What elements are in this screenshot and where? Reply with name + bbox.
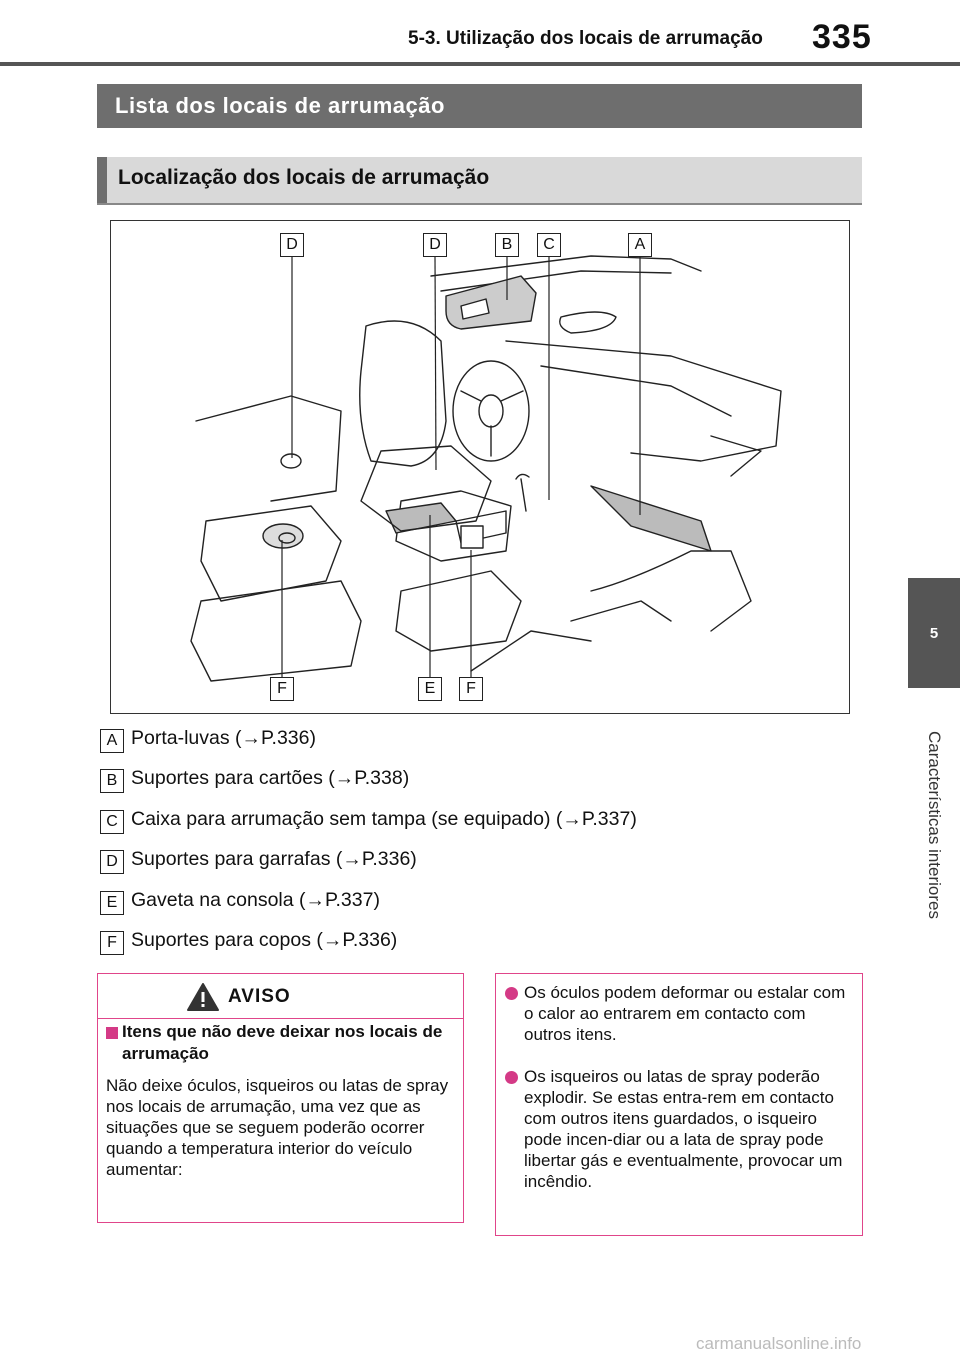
callout-c: C — [537, 233, 561, 257]
round-bullet-icon — [505, 987, 518, 1000]
warning-title: AVISO — [228, 986, 291, 1007]
legend-text: Caixa para arrumação sem tampa (se equip… — [131, 808, 637, 830]
chapter-tab: 5 — [908, 578, 960, 688]
page-number: 335 — [812, 18, 872, 56]
warning-triangle-icon — [186, 982, 220, 1017]
legend-letter: B — [100, 769, 124, 793]
legend-letter: D — [100, 850, 124, 874]
running-header: 5-3. Utilização dos locais de arrumação — [408, 28, 763, 49]
legend-item-c: C Caixa para arrumação sem tampa (se equ… — [100, 808, 800, 836]
callout-d-2: D — [423, 233, 447, 257]
legend-text: Porta-luvas (→P.336) — [131, 727, 316, 749]
sub-title-rule — [97, 203, 862, 205]
warning-bullet-2: Os isqueiros ou latas de spray poderão e… — [524, 1067, 843, 1191]
sub-title: Localização dos locais de arrumação — [118, 166, 490, 189]
legend-item-b: B Suportes para cartões (→P.338) — [100, 767, 800, 795]
legend-item-d: D Suportes para garrafas (→P.336) — [100, 848, 800, 876]
warning-box-right — [495, 973, 863, 1236]
callout-b: B — [495, 233, 519, 257]
legend-letter: A — [100, 729, 124, 753]
watermark: carmanualsonline.info — [696, 1334, 862, 1353]
legend-text: Gaveta na consola (→P.337) — [131, 889, 380, 911]
legend-text: Suportes para cartões (→P.338) — [131, 767, 410, 789]
legend-item-e: E Gaveta na consola (→P.337) — [100, 889, 800, 917]
callout-a: A — [628, 233, 652, 257]
car-interior-drawing — [190, 255, 782, 682]
legend-letter: C — [100, 810, 124, 834]
leader-d-2 — [434, 256, 437, 471]
legend-item-f: F Suportes para copos (→P.336) — [100, 929, 800, 957]
square-bullet-icon — [106, 1027, 118, 1039]
legend-text: Suportes para copos (→P.336) — [131, 929, 398, 951]
round-bullet-icon — [505, 1071, 518, 1084]
warning-box-left — [97, 973, 464, 1223]
legend-item-a: A Porta-luvas (→P.336) — [100, 727, 800, 755]
section-title: Lista dos locais de arrumação — [97, 84, 862, 128]
interior-illustration — [110, 220, 850, 714]
sub-title-accent-bar — [97, 157, 107, 203]
legend-letter: E — [100, 891, 124, 915]
legend-text: Suportes para garrafas (→P.336) — [131, 848, 417, 870]
callout-d-1: D — [280, 233, 304, 257]
warning-bullet-1: Os óculos podem deformar ou estalar com … — [524, 983, 846, 1044]
sub-title-background — [97, 157, 862, 203]
callout-f-1: F — [270, 677, 294, 701]
legend-letter: F — [100, 931, 124, 955]
warning-body: Não deixe óculos, isqueiros ou latas de … — [106, 1076, 449, 1179]
warning-header — [98, 974, 463, 1019]
callout-e: E — [418, 677, 442, 701]
callout-f-2: F — [459, 677, 483, 701]
header-rule — [0, 62, 960, 66]
warning-subheading: Itens que não deve deixar nos locais de … — [122, 1022, 443, 1063]
